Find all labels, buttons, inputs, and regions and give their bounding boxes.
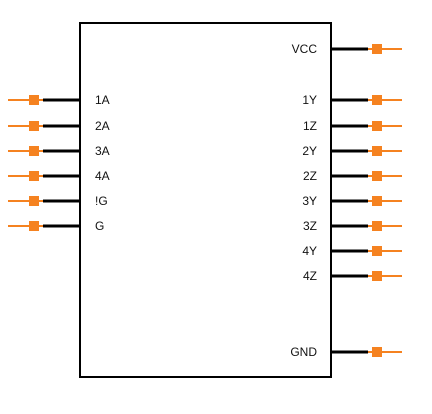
pin-label-3z: 3Z xyxy=(303,219,317,233)
pin-connector-4y[interactable] xyxy=(372,246,382,256)
left-pin-group: 1A 2A 3A 4A !G G xyxy=(8,93,110,233)
pin-1a[interactable]: 1A xyxy=(8,93,110,107)
pin-connector-3z[interactable] xyxy=(372,221,382,231)
pin-2y[interactable]: 2Y xyxy=(302,144,402,158)
pin-connector-g[interactable] xyxy=(29,221,39,231)
pin-connector-gnd[interactable] xyxy=(372,347,382,357)
pin-label-g: G xyxy=(95,219,104,233)
pin-label-2a: 2A xyxy=(95,119,110,133)
pin-label-4y: 4Y xyxy=(302,244,317,258)
pin-connector-2z[interactable] xyxy=(372,171,382,181)
pin-label-3a: 3A xyxy=(95,144,110,158)
pin-3y[interactable]: 3Y xyxy=(302,194,402,208)
pin-not-g[interactable]: !G xyxy=(8,194,108,208)
pin-vcc[interactable]: VCC xyxy=(292,42,402,56)
pin-4z[interactable]: 4Z xyxy=(303,269,402,283)
pin-4a[interactable]: 4A xyxy=(8,169,110,183)
right-pin-group: VCC 1Y 1Z 2Y 2Z 3Y 3Z 4Y 4Z GND xyxy=(290,42,402,359)
pin-gnd[interactable]: GND xyxy=(290,345,402,359)
pin-label-1y: 1Y xyxy=(302,93,317,107)
pin-label-gnd: GND xyxy=(290,345,317,359)
pin-connector-1y[interactable] xyxy=(372,95,382,105)
pin-label-4z: 4Z xyxy=(303,269,317,283)
pin-2a[interactable]: 2A xyxy=(8,119,110,133)
pin-connector-4z[interactable] xyxy=(372,271,382,281)
pin-connector-2a[interactable] xyxy=(29,121,39,131)
pin-3z[interactable]: 3Z xyxy=(303,219,402,233)
pin-label-3y: 3Y xyxy=(302,194,317,208)
pin-label-4a: 4A xyxy=(95,169,110,183)
pin-label-not-g: !G xyxy=(95,194,108,208)
pin-label-1z: 1Z xyxy=(303,119,317,133)
pin-connector-not-g[interactable] xyxy=(29,196,39,206)
pin-connector-vcc[interactable] xyxy=(372,44,382,54)
chip-body[interactable] xyxy=(79,22,332,378)
pin-1y[interactable]: 1Y xyxy=(302,93,402,107)
pin-label-2z: 2Z xyxy=(303,169,317,183)
pin-connector-1a[interactable] xyxy=(29,95,39,105)
pin-g[interactable]: G xyxy=(8,219,104,233)
pin-label-1a: 1A xyxy=(95,93,110,107)
pin-connector-1z[interactable] xyxy=(372,121,382,131)
pin-connector-3y[interactable] xyxy=(372,196,382,206)
pin-label-2y: 2Y xyxy=(302,144,317,158)
pin-connector-2y[interactable] xyxy=(372,146,382,156)
pin-2z[interactable]: 2Z xyxy=(303,169,402,183)
pin-label-vcc: VCC xyxy=(292,42,318,56)
pin-connector-3a[interactable] xyxy=(29,146,39,156)
pin-1z[interactable]: 1Z xyxy=(303,119,402,133)
pin-4y[interactable]: 4Y xyxy=(302,244,402,258)
pin-3a[interactable]: 3A xyxy=(8,144,110,158)
pin-connector-4a[interactable] xyxy=(29,171,39,181)
